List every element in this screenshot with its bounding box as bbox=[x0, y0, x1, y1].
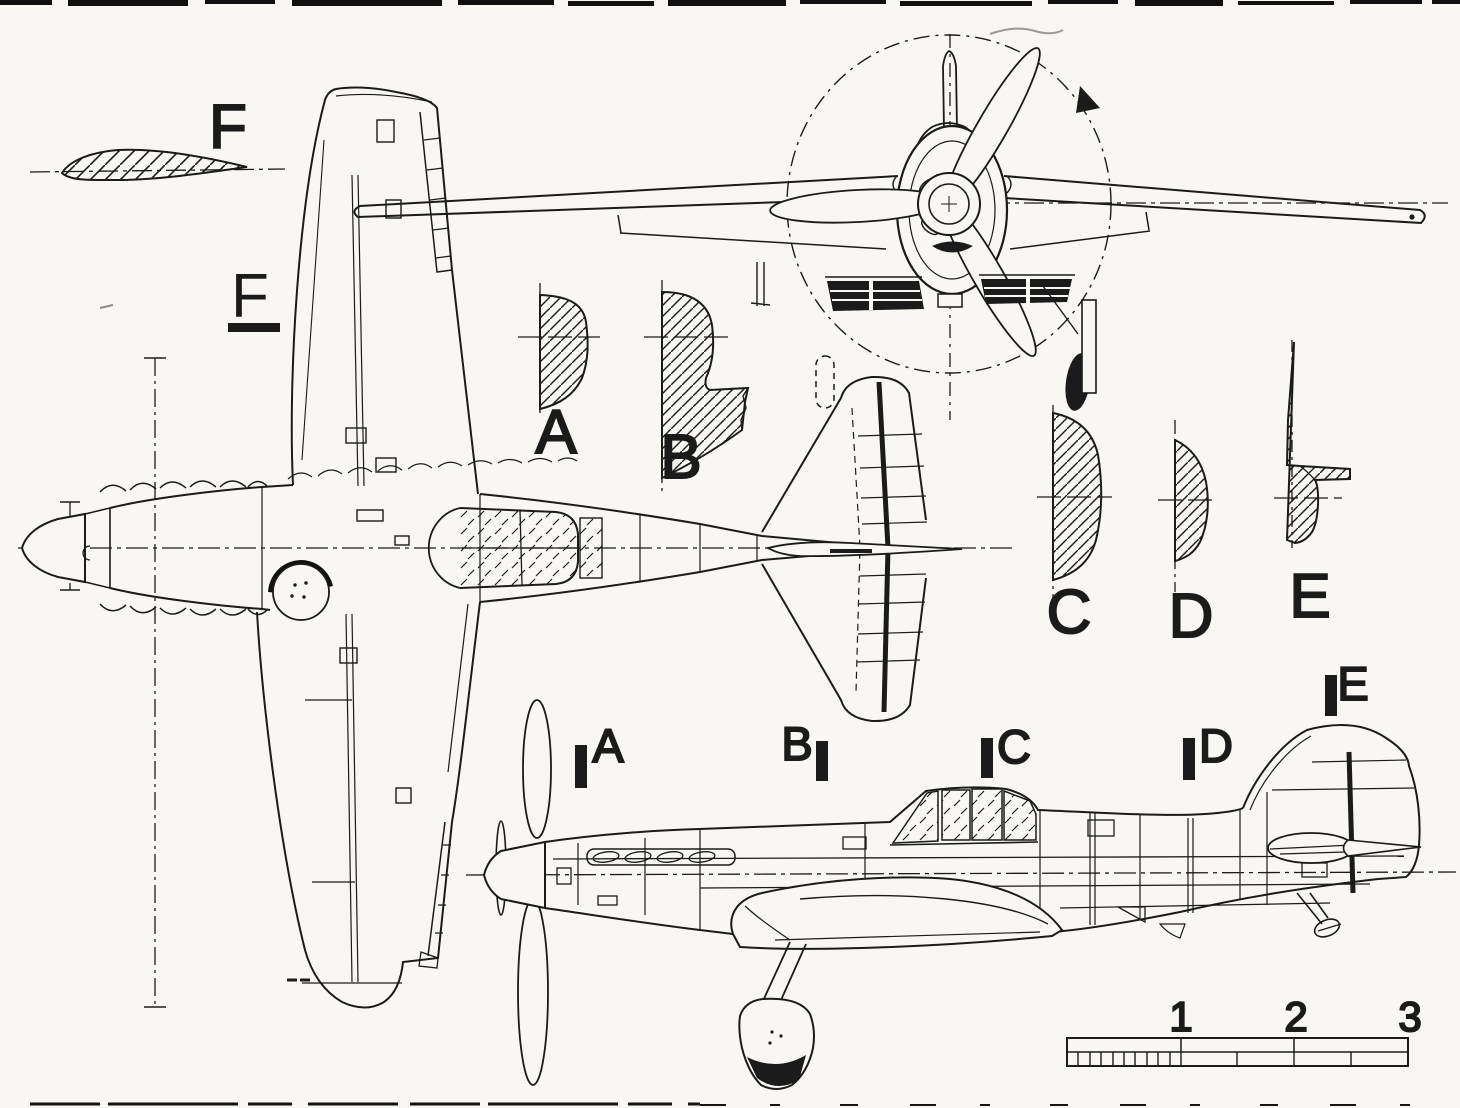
plan-starboard-wing bbox=[290, 86, 479, 495]
marker-label-a: A bbox=[592, 719, 624, 772]
plan-main-wheel bbox=[268, 560, 333, 621]
plan-view bbox=[18, 86, 1012, 1009]
plan-canopy bbox=[356, 507, 603, 589]
side-frame-lines bbox=[577, 809, 1241, 930]
section-c-label: C bbox=[1047, 578, 1092, 647]
side-centerline bbox=[465, 871, 1457, 876]
side-landing-gear bbox=[738, 941, 815, 1090]
marker-bar-e bbox=[1325, 675, 1337, 716]
marker-bar-b bbox=[816, 741, 828, 781]
tailplane-upper-half bbox=[761, 375, 927, 533]
marker-label-c: C bbox=[997, 720, 1031, 773]
section-b-shape bbox=[661, 290, 750, 480]
plan-port-wing bbox=[256, 601, 481, 1009]
underwing-radiators bbox=[825, 274, 1075, 311]
side-fuselage-bottom-aft bbox=[1051, 878, 1379, 933]
front-landing-gear bbox=[750, 262, 1097, 411]
front-wing-right bbox=[1003, 175, 1426, 225]
airfoil-detail-f: F bbox=[29, 92, 286, 182]
prop-blade-up bbox=[942, 50, 958, 131]
scan-artifact-top-edge bbox=[0, 0, 1460, 309]
section-b-label: B bbox=[660, 423, 701, 492]
plan-spinner bbox=[20, 512, 86, 584]
side-canopy bbox=[889, 788, 1039, 846]
side-fuselage-bottom-fwd bbox=[544, 907, 734, 935]
side-station-markers: A B C D E bbox=[575, 656, 1370, 788]
scale-tick-2: 2 bbox=[1284, 993, 1307, 1040]
section-c-shape bbox=[1052, 411, 1103, 582]
side-blade-down bbox=[517, 898, 549, 1086]
windscreen-pane bbox=[891, 790, 939, 844]
wheel-tire bbox=[747, 1055, 806, 1087]
plan-root-scallops bbox=[287, 457, 578, 480]
airfoil-station-underline bbox=[228, 323, 280, 332]
plan-exhaust-stubs-bottom bbox=[99, 603, 269, 616]
cross-section-b: B bbox=[644, 280, 750, 496]
section-e-shape bbox=[1285, 341, 1351, 545]
side-spinner bbox=[482, 840, 546, 910]
cross-section-c: C bbox=[1037, 405, 1112, 648]
section-d-shape bbox=[1174, 438, 1209, 563]
side-fuselage-top bbox=[544, 786, 1244, 843]
rudder-hinge-line bbox=[1346, 751, 1356, 894]
scale-tick-1: 1 bbox=[1169, 993, 1192, 1040]
side-exhaust-fairing bbox=[586, 848, 736, 866]
side-wing-root bbox=[730, 876, 1186, 950]
rotation-arrow bbox=[1076, 86, 1100, 113]
section-e-label: E bbox=[1289, 562, 1330, 631]
starboard-aileron-hinge bbox=[419, 111, 453, 273]
gear-leg-left bbox=[750, 262, 771, 306]
stabilizer-dart bbox=[1342, 839, 1422, 857]
marker-bar-a bbox=[575, 745, 587, 788]
chin-fairing bbox=[937, 293, 963, 308]
dashed-capsule-detail bbox=[815, 355, 835, 409]
scale-fine-graduations bbox=[1077, 1052, 1182, 1066]
scan-artifact-bottom-edge bbox=[30, 1102, 1456, 1106]
plan-aft-glazing bbox=[579, 517, 603, 579]
marker-label-b: B bbox=[781, 717, 812, 770]
tailplane-lower-half bbox=[761, 563, 927, 723]
port-aileron-hinge bbox=[427, 821, 446, 957]
side-view: A B C D E bbox=[465, 656, 1457, 1090]
scale-bar: 1 2 3 bbox=[1066, 992, 1423, 1067]
plan-fuselage-top bbox=[109, 484, 294, 509]
starboard-spar bbox=[351, 174, 365, 487]
port-spar bbox=[345, 613, 359, 983]
section-a-shape bbox=[539, 293, 589, 411]
section-a-label: A bbox=[535, 398, 577, 467]
front-wings bbox=[353, 175, 1426, 250]
cross-section-d: D bbox=[1158, 420, 1218, 652]
gear-leg-right bbox=[1081, 299, 1097, 394]
scan-smudge bbox=[989, 27, 1064, 35]
marker-bar-d bbox=[1183, 738, 1195, 780]
scale-tick-3: 3 bbox=[1398, 993, 1421, 1040]
boarding-step bbox=[1115, 906, 1146, 924]
airfoil-station-label: F bbox=[231, 262, 269, 331]
plan-fuselage-bottom bbox=[109, 587, 271, 611]
cross-section-e: E bbox=[1274, 340, 1351, 632]
front-wing-left bbox=[353, 175, 899, 219]
plan-tailplane bbox=[761, 375, 963, 723]
marker-label-d: D bbox=[1199, 719, 1233, 772]
section-d-label: D bbox=[1169, 582, 1214, 651]
carburetor-intake bbox=[932, 241, 973, 253]
side-blade-up bbox=[522, 699, 552, 839]
airfoil-section-shape bbox=[60, 148, 248, 182]
front-view bbox=[353, 34, 1448, 420]
marker-label-e: E bbox=[1337, 657, 1368, 710]
cross-section-a: A bbox=[518, 283, 600, 468]
side-tailwheel bbox=[1296, 892, 1342, 938]
plan-exhaust-stubs-top bbox=[99, 480, 269, 493]
marker-bar-c bbox=[981, 738, 993, 778]
airfoil-station-callout: F bbox=[228, 262, 280, 332]
airfoil-detail-label: F bbox=[209, 93, 247, 162]
plan-windscreen-arc bbox=[427, 507, 461, 589]
side-tailplane bbox=[1267, 832, 1422, 878]
